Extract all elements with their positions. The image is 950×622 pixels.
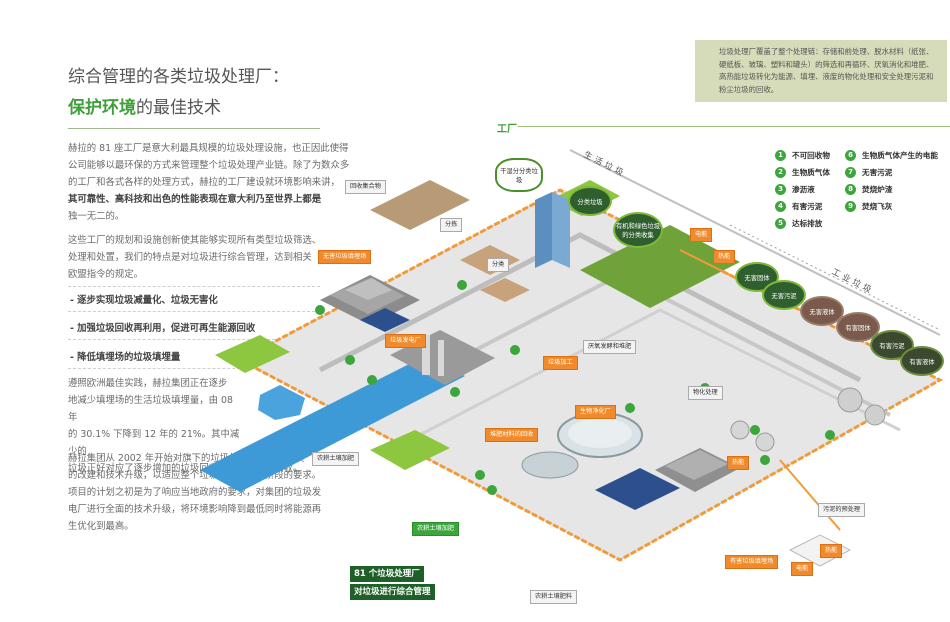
legend-label: 渗沥液 (792, 185, 815, 194)
electricity-tag: 电能 (690, 228, 713, 242)
legend-item: 5 达标排放 (775, 218, 822, 229)
legend-number: 2 (775, 167, 786, 178)
bullet-item: - 降低填埋场的垃圾填埋量 (70, 352, 181, 363)
divider (68, 368, 320, 369)
text-line: 处理和处置，我们的特点是对垃圾进行综合管理，达到相关 (68, 252, 312, 263)
infobox-text: 垃圾处理厂覆盖了整个处理链：存储和前处理、脱水材料（纸张、硬纸板、玻璃、塑料和罐… (719, 47, 934, 94)
text-line: 生优化到最高。 (68, 521, 134, 532)
nonhazard-solid-bubble: 无害固体 (735, 262, 779, 292)
heat-tag: 热能 (820, 544, 843, 558)
text-line: 的 30.1% 下降到 12 年的 21%。其中减少的 (68, 429, 240, 457)
intro-paragraph: 赫拉的 81 座工厂是意大利最具规模的垃圾处理设施，也正因此使得 公司能够以最环… (68, 140, 349, 225)
legend-number: 4 (775, 201, 786, 212)
legend-label: 达标排放 (792, 219, 823, 228)
banner-line1: 81 个垃圾处理厂 (350, 566, 424, 582)
legend-item: 1 不可回收物 (775, 150, 830, 161)
organic-waste-bubble: 有机和绿色垃圾的分类收集 (613, 212, 663, 248)
process-chain-infobox: 垃圾处理厂覆盖了整个处理链：存储和前处理、脱水材料（纸张、硬纸板、玻璃、塑料和罐… (695, 40, 947, 102)
legend-number: 5 (775, 218, 786, 229)
landfill-paragraph: 遵照欧洲最佳实践，赫拉集团正在逐步 地减少填埋场的生活垃圾填埋量，由 08 年 … (68, 375, 303, 477)
physchem-tag: 物化处理 (688, 386, 723, 400)
factory-section-label: 工厂 (497, 124, 517, 135)
text-line: 电厂进行全面的技术升级，将环境影响降到最低同时将能源再 (68, 504, 322, 515)
farmland-tag: 农耕土壤加肥 (312, 452, 360, 466)
title-divider (68, 128, 320, 129)
page-title-line2: 保护环境的最佳技术 (68, 93, 221, 118)
title-rest: 的最佳技术 (136, 98, 221, 118)
legend-item: 9 焚烧飞灰 (845, 201, 892, 212)
sludge-pretreatment-tag: 污泥的预处理 (818, 503, 866, 517)
recycle-center-tag: 回收集合物 (345, 180, 386, 194)
compost-recovery-tag: 堆肥材料的回收 (485, 428, 539, 442)
text-line: 地减少填埋场的生活垃圾填埋量，由 08 年 (68, 395, 233, 423)
legend-item: 6 生物质气体产生的电能 (845, 150, 938, 161)
banner-line2: 对垃圾进行综合管理 (350, 584, 435, 600)
pretreatment-tag: 垃圾加工 (543, 356, 578, 370)
legend-label: 生物质气体 (792, 168, 830, 177)
text-line: 公司能够以最环保的方式来管理整个垃圾处理产业链。除了为数众多 (68, 160, 350, 171)
legend-item: 4 有害污泥 (775, 201, 822, 212)
nonhazard-sludge-bubble: 无害污泥 (762, 280, 806, 310)
text-line: 遵照欧洲最佳实践，赫拉集团正在逐步 (68, 378, 228, 389)
legend-label: 不可回收物 (792, 151, 830, 160)
text-line: 这些工厂的规划和设施创新使其能够实现所有类型垃圾筛选、 (68, 235, 322, 246)
electricity-tag: 电能 (791, 562, 814, 576)
dry-wet-waste-bubble: 干湿分分类垃圾 (495, 158, 543, 192)
bio-purification-tag: 生物净化厂 (575, 405, 616, 419)
legend-number: 3 (775, 184, 786, 195)
hazard-sludge-bubble: 有害污泥 (870, 330, 914, 360)
legend-number: 9 (845, 201, 856, 212)
text-line: 的工厂和各式各样的处理方式，赫拉的工厂建设就环境影响来讲， (68, 177, 340, 188)
legend-item: 2 生物质气体 (775, 167, 830, 178)
hazard-liquid-bubble: 有害液体 (900, 346, 944, 376)
heat-tag: 热能 (713, 250, 736, 264)
legend-item: 8 焚烧炉渣 (845, 184, 892, 195)
text-line: 垃圾正好对应了逐步增加的垃圾回收和可再生能源回收。 (68, 463, 303, 474)
planning-paragraph: 这些工厂的规划和设施创新使其能够实现所有类型垃圾筛选、 处理和处置，我们的特点是… (68, 232, 321, 283)
legend-label: 有害污泥 (792, 202, 823, 211)
upgrade-paragraph: 赫拉集团从 2002 年开始对旗下的垃圾处理厂进行大规模 的改建和技术升级，以适… (68, 450, 321, 535)
legend-number: 6 (845, 150, 856, 161)
heat-tag: 热能 (727, 456, 750, 470)
text-line: 项目的计划之初是为了响应当地政府的要求，对集团的垃圾发 (68, 487, 322, 498)
legend-item: 3 渗沥液 (775, 184, 815, 195)
legend-label: 焚烧炉渣 (862, 185, 893, 194)
legend-number: 1 (775, 150, 786, 161)
anaerobic-tag: 厌氧发酵和堆肥 (583, 340, 637, 354)
sorting-tag: 分拣 (440, 218, 463, 232)
divider (68, 339, 320, 340)
divider (68, 311, 320, 312)
text-line: 其可靠性、高科技和出色的性能表现在意大利乃至世界上都是 (68, 194, 322, 205)
title-highlight: 保护环境 (68, 98, 136, 118)
bullet-item: - 加强垃圾回收再利用，促进可再生能源回收 (70, 323, 256, 334)
legend-item: 7 无害污泥 (845, 167, 892, 178)
legend-label: 生物质气体产生的电能 (862, 151, 938, 160)
legend-number: 7 (845, 167, 856, 178)
bullet-item: - 逐步实现垃圾减量化、垃圾无害化 (70, 295, 218, 306)
landfill-tag: 无害垃圾填埋场 (318, 250, 372, 264)
text-line: 独一无二的。 (68, 211, 125, 222)
sorted-waste-bubble: 分类垃圾 (568, 186, 612, 216)
hazardous-landfill-tag: 有害垃圾填埋场 (725, 555, 779, 569)
text-line: 赫拉的 81 座工厂是意大利最具规模的垃圾处理设施，也正因此使得 (68, 143, 349, 154)
text-line: 欧盟指令的规定。 (68, 269, 144, 280)
page-title-line1: 综合管理的各类垃圾处理厂： (68, 67, 289, 87)
legend-label: 无害污泥 (862, 168, 893, 177)
legend-label: 焚烧飞灰 (862, 202, 893, 211)
text-line: 的改建和技术升级，以适应整个垃圾处理链不同阶段的要求。 (68, 470, 322, 481)
divider (68, 286, 320, 287)
factory-divider (518, 126, 950, 127)
summary-banner: 81 个垃圾处理厂 对垃圾进行综合管理 (350, 566, 435, 602)
legend-number: 8 (845, 184, 856, 195)
classification-tag: 分类 (487, 258, 510, 272)
farmland-tag: 农耕土壤肥料 (530, 590, 578, 604)
waste-plant-illustration (200, 149, 944, 567)
text-line: 赫拉集团从 2002 年开始对旗下的垃圾处理厂进行大规模 (68, 453, 305, 464)
farmland-tag: 农耕土壤加肥 (412, 522, 460, 536)
power-plant-tag: 垃圾发电厂 (385, 334, 426, 348)
